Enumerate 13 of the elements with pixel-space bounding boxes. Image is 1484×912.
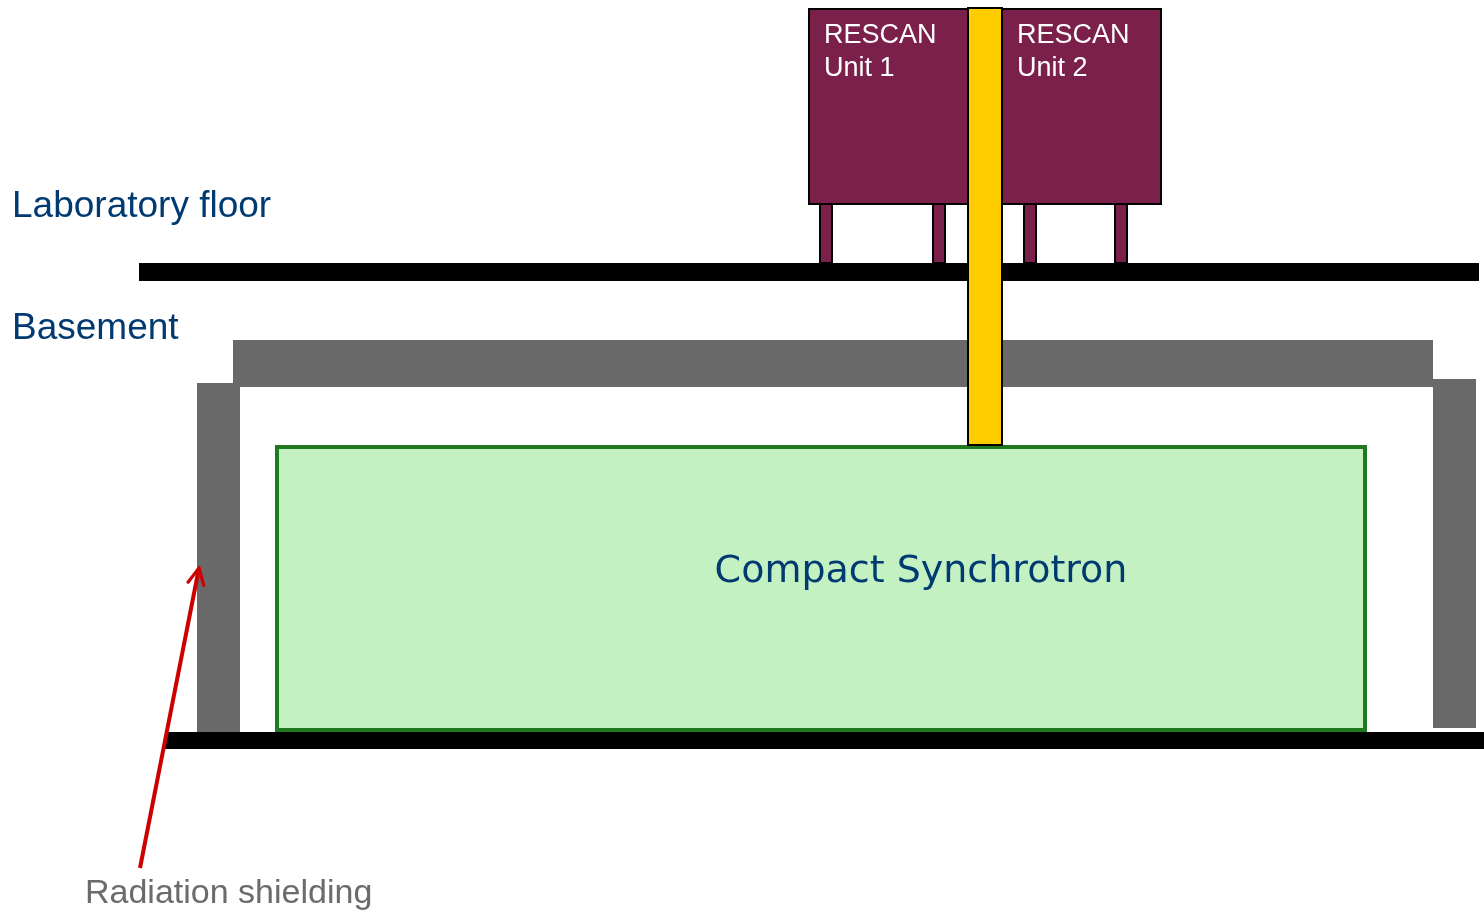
callout-label: Radiation shielding (85, 872, 373, 911)
floor-label: Basement (12, 306, 179, 348)
synchrotron-box (275, 445, 1367, 732)
unit-box (808, 8, 969, 205)
shielding-wall (1433, 379, 1476, 728)
shielding-wall (197, 383, 240, 732)
unit-label: RESCAN Unit 1 (824, 18, 934, 84)
unit-box (1001, 8, 1162, 205)
box-title: Compact Synchrotron (714, 546, 1128, 591)
leader-arrow (138, 566, 206, 869)
shielding-wall (233, 340, 1433, 387)
unit-label: RESCAN Unit 2 (1017, 18, 1127, 84)
floor-label: Laboratory floor (12, 184, 272, 226)
